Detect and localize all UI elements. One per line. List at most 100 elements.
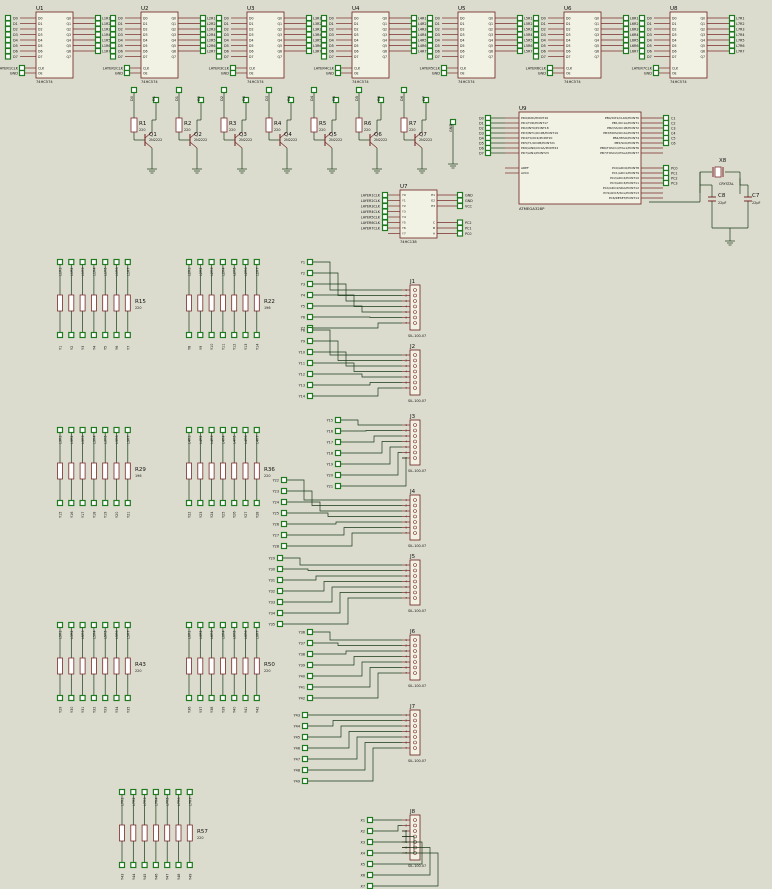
- resistor-value: 220: [184, 128, 190, 132]
- driver-net-label: D1: [175, 96, 179, 101]
- connector-route: [313, 642, 402, 646]
- input-terminal: [426, 25, 434, 33]
- latch-output-net: L6R4: [630, 33, 639, 37]
- bank-resistor-body: [208, 462, 215, 480]
- bank-bottom-terminal: [118, 861, 126, 869]
- connector-pin: [413, 829, 417, 833]
- connector-pin: [413, 718, 417, 723]
- decoder-net-label: LAYER4CLK: [361, 210, 381, 214]
- mcu-net-label: D4: [479, 136, 484, 140]
- bank-bottom-net: Y16: [70, 512, 74, 518]
- latch-input-net: D6: [224, 49, 229, 53]
- bank-top-net: L5R1: [59, 630, 63, 639]
- latch-input-net: D5: [13, 44, 18, 48]
- latch-pin-name: OE: [566, 71, 571, 75]
- connector-part: SIL-100-07: [408, 864, 426, 868]
- decoder-pin-label: A: [433, 232, 436, 236]
- output-terminal: [305, 47, 313, 55]
- connector-route: [308, 736, 402, 760]
- bank-top-net: L4R5: [233, 435, 237, 444]
- bank-top-net: L1R3: [81, 267, 85, 276]
- latch-input-net: D7: [329, 55, 334, 59]
- input-terminal: [4, 42, 12, 49]
- mcu-net-label: C3: [671, 126, 676, 130]
- bank-bottom-terminal: [56, 499, 64, 507]
- bank-resistor-body: [253, 294, 260, 312]
- bank-bottom-net: Y10: [210, 344, 214, 350]
- connector-route: [313, 387, 402, 397]
- latch-chip-body-U3: [246, 11, 285, 79]
- output-terminal: [305, 20, 313, 27]
- cap-ref: C7: [752, 193, 760, 199]
- latch-output-net: L7R6: [736, 44, 745, 48]
- clock-terminal: [334, 64, 342, 72]
- connector-net-label: Y12: [299, 372, 305, 376]
- connector-net-label: Y20: [327, 473, 333, 477]
- latch-pin-name: D7: [38, 55, 42, 59]
- bank-top-terminal: [56, 258, 64, 266]
- latch-input-net: D1: [435, 22, 440, 26]
- latch-pin-name: CLK: [249, 66, 256, 70]
- decoder-net-terminal: [381, 202, 389, 210]
- bank-bottom-net: Y34: [115, 707, 119, 713]
- bank-top-terminal: [90, 621, 98, 629]
- latch-pin-name: D6: [143, 49, 147, 53]
- input-terminal: [4, 53, 12, 60]
- latch-pin-name: Q7: [700, 55, 705, 59]
- bank-bottom-net: Y14: [255, 344, 259, 350]
- connector-net-label: Y4: [301, 293, 305, 297]
- output-terminal: [305, 42, 313, 49]
- connector-net-label: X5: [361, 862, 365, 866]
- bank-resistor-body: [219, 657, 226, 675]
- latch-pin-name: Q4: [700, 38, 705, 42]
- clock-net-label: LAYER1CLK: [0, 66, 19, 70]
- latch-chip-body-U5: [457, 11, 496, 79]
- latch-pin-name: Q5: [171, 44, 176, 48]
- latch-pin-name: D2: [354, 27, 358, 31]
- connector-net-terminal: [276, 620, 284, 628]
- bank-resistor-body: [253, 462, 260, 480]
- bank-bottom-net: Y4: [92, 346, 96, 350]
- connector-net-label: Y3: [301, 282, 305, 286]
- bank-top-net: L1R2: [70, 267, 74, 276]
- mcu-net-terminal: [484, 139, 492, 147]
- mcu-net-label: PC3: [671, 181, 678, 185]
- driver-output-terminal: [377, 96, 385, 104]
- connector-net-terminal: [306, 269, 314, 277]
- output-terminal: [410, 31, 418, 38]
- mcu-ref: U9: [519, 106, 527, 112]
- latch-pin-name: Q0: [700, 16, 705, 20]
- connector-pin: [413, 654, 417, 659]
- connector-route: [287, 527, 402, 536]
- bank-top-terminal: [102, 258, 109, 266]
- transistor-part: 2N2222: [194, 138, 207, 142]
- connector-net-label: Y32: [269, 589, 275, 593]
- crystal-body: [714, 166, 722, 178]
- connector-net-label: Y41: [299, 685, 305, 689]
- connector-route: [341, 452, 402, 476]
- bank-bottom-terminal: [208, 331, 215, 339]
- latch-input-net: D3: [329, 33, 334, 37]
- decoder-net-terminal: [456, 219, 464, 226]
- connector-net-label: Y34: [269, 611, 275, 615]
- latch-pin-name: Q0: [594, 16, 599, 20]
- latch-input-net: D3: [647, 33, 652, 37]
- bank-resistor-body: [231, 462, 238, 480]
- bank-bottom-terminal: [197, 694, 204, 702]
- bank-bottom-net: Y11: [221, 344, 225, 350]
- latch-pin-name: Q3: [171, 33, 176, 37]
- input-terminal: [532, 42, 540, 49]
- output-terminal: [199, 42, 207, 49]
- connector-net-label: Y28: [273, 544, 279, 548]
- bank-resistor-body: [68, 462, 75, 480]
- driver-out-label: D1: [152, 96, 156, 101]
- connector-route: [283, 586, 402, 603]
- connector-pin: [413, 514, 417, 519]
- latch-pin-name: Q7: [382, 55, 387, 59]
- mcu-pin-label: PB2/SS/OC1B/PCINT2: [607, 126, 639, 130]
- transistor-emitter: [144, 141, 153, 149]
- bank-top-net: L4R2: [199, 435, 203, 444]
- decoder-pin-label: C: [433, 221, 435, 225]
- resistor-body: [130, 117, 138, 133]
- bank-bottom-terminal: [56, 694, 64, 702]
